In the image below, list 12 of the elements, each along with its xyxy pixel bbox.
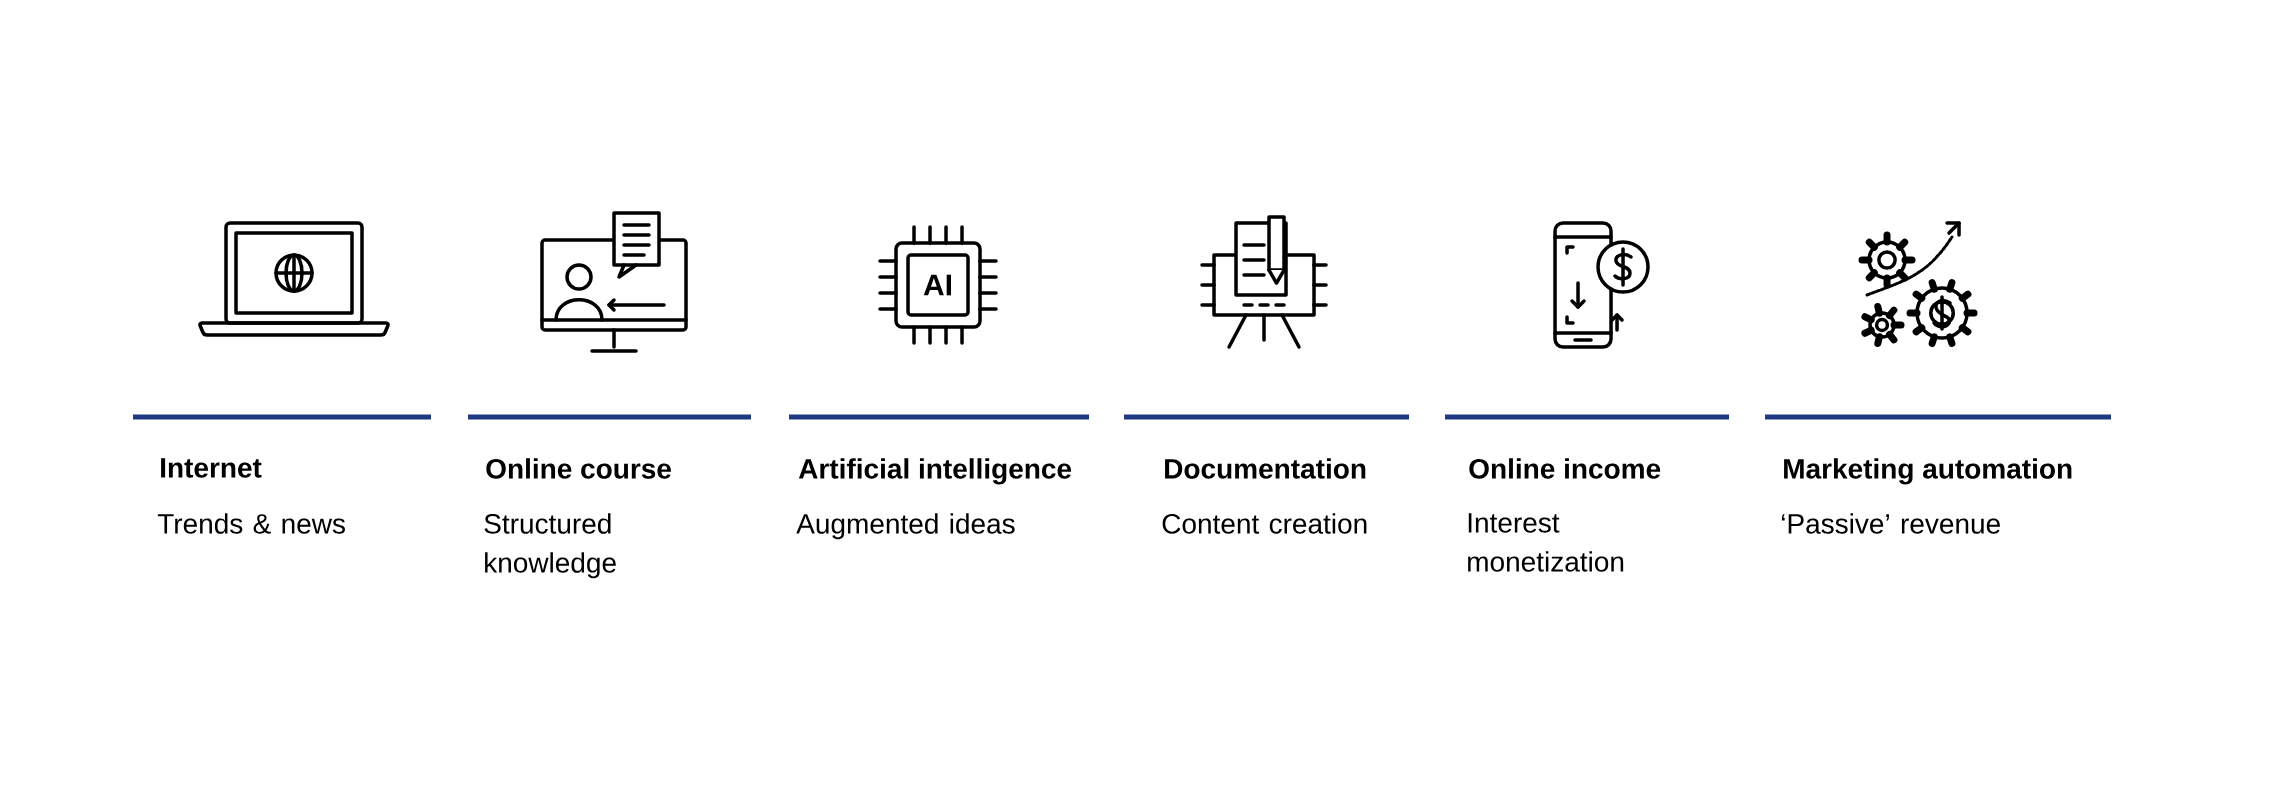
description-text: Content creation [1162, 513, 1367, 534]
heading-text: Internet [161, 458, 262, 478]
heading-text: Online course [486, 458, 671, 479]
heading-text: Artificial intelligence [798, 458, 1072, 485]
description-text: Interest monetization [1468, 513, 1624, 572]
description-text: Structured knowledge [484, 513, 616, 579]
description-text: Augmented ideas [796, 513, 1015, 540]
heading-text: Documentation [1165, 458, 1366, 479]
description-text: ‘Passive’ revenue [1781, 513, 2000, 534]
heading-text: Marketing automation [1784, 458, 2072, 485]
heading-text: Online income [1469, 458, 1661, 479]
description-text: Trends & news [157, 513, 345, 534]
